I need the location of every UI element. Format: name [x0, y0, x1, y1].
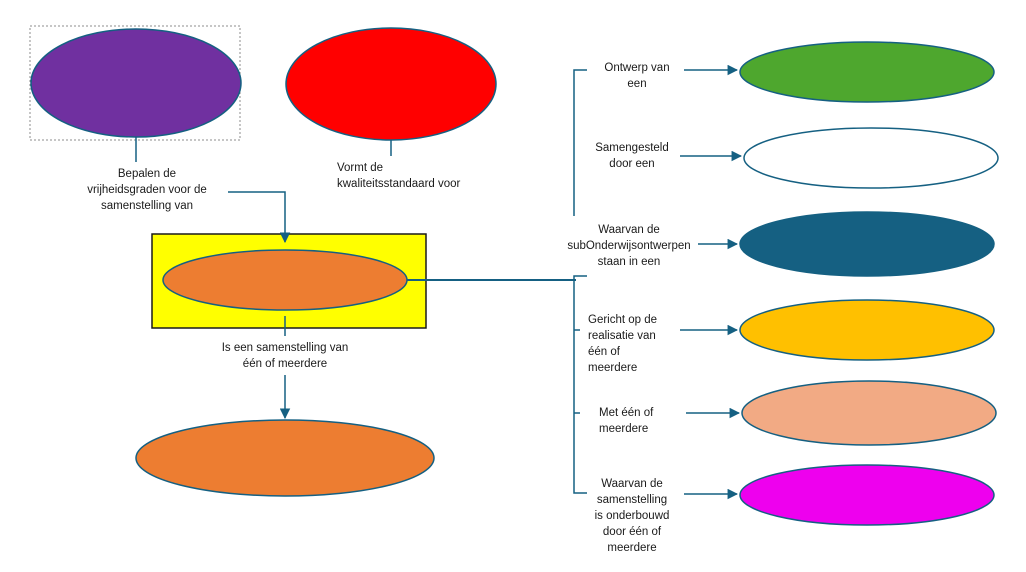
- connector-to-yellow-box: [228, 191, 291, 244]
- green-ellipse[interactable]: [739, 41, 995, 103]
- central-orange-ellipse[interactable]: [162, 249, 408, 311]
- salmon-ellipse[interactable]: [741, 380, 997, 446]
- bottom-orange-ellipse[interactable]: [135, 419, 435, 497]
- selection-frame[interactable]: [29, 25, 241, 141]
- lower-bracket: [573, 275, 587, 494]
- teal-ellipse[interactable]: [739, 211, 995, 277]
- label-waarvan-sub: Waarvan de subOnderwijsontwerpen staan i…: [567, 224, 691, 268]
- gold-ellipse[interactable]: [739, 299, 995, 361]
- label-vormt: Vormt de kwaliteitsstandaard voor: [337, 162, 461, 190]
- magenta-ellipse[interactable]: [739, 464, 995, 526]
- white-ellipse[interactable]: [743, 127, 999, 189]
- label-bepalen: Bepalen de vrijheidsgraden voor de samen…: [87, 168, 207, 212]
- label-met: Met één of meerdere: [599, 407, 654, 435]
- red-ellipse[interactable]: [285, 27, 497, 141]
- purple-ellipse[interactable]: [30, 28, 242, 138]
- label-samengesteld: Samengesteld door een: [595, 142, 669, 170]
- label-waarvan-samen: Waarvan de samenstelling is onderbouwd d…: [594, 478, 670, 554]
- label-gericht: Gericht op de realisatie van één of meer…: [588, 314, 658, 374]
- label-ontwerp: Ontwerp van een: [604, 62, 670, 90]
- upper-bracket: [573, 69, 587, 216]
- label-is-samenstelling: Is een samenstelling van één of meerdere: [221, 342, 349, 370]
